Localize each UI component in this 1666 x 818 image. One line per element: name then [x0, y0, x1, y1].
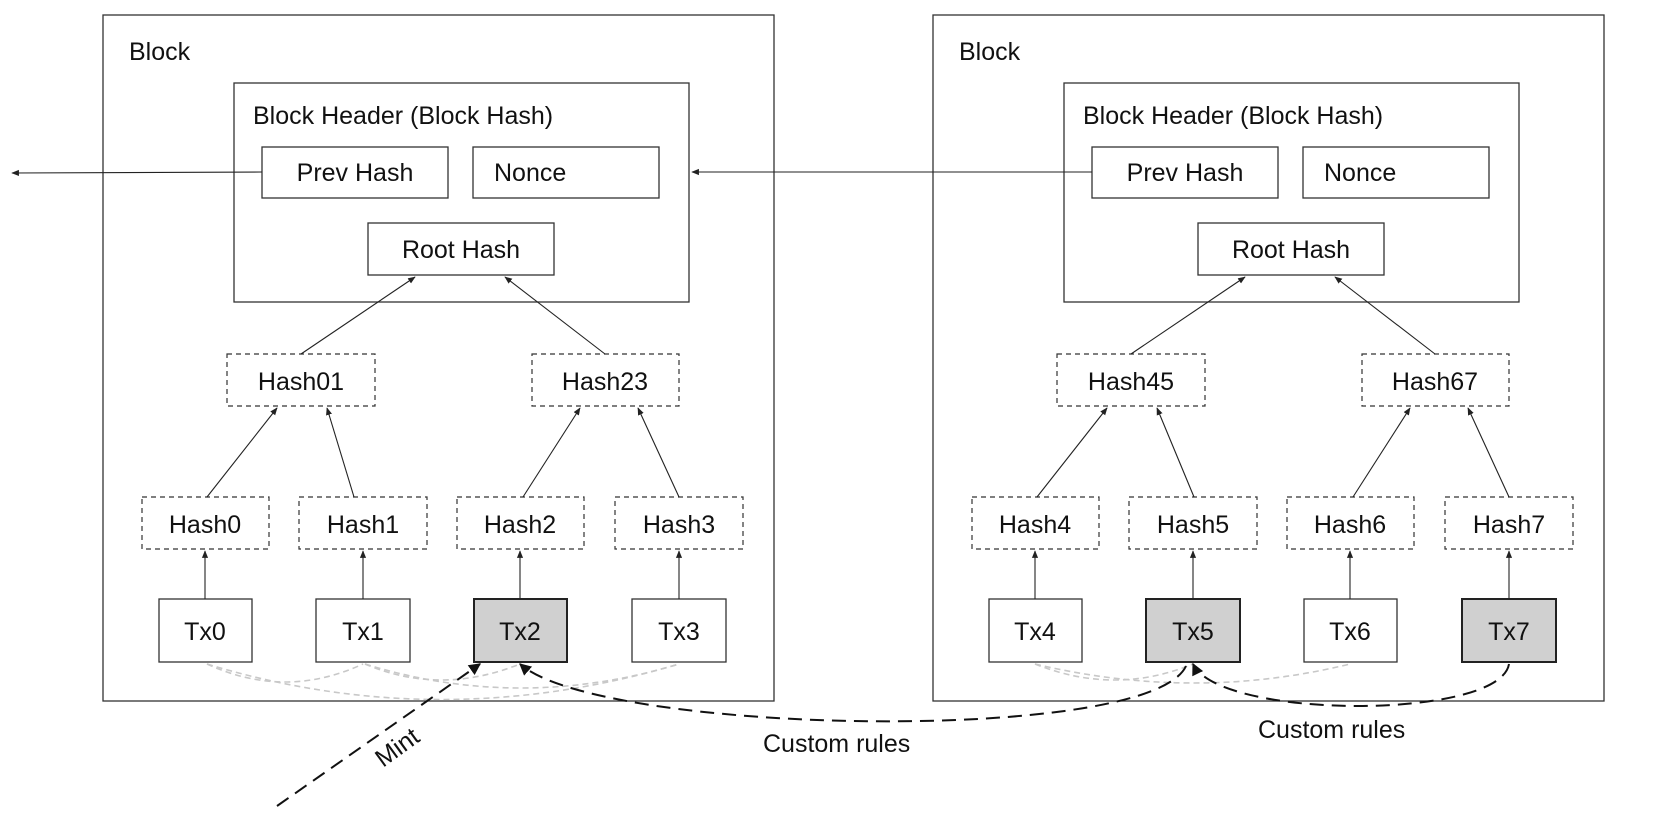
- root-hash-box: [367, 222, 555, 276]
- block-1: Block Block Header (Block Hash) Prev Has…: [11, 14, 775, 702]
- block-header-label: Block Header (Block Hash): [1083, 102, 1383, 130]
- hash-label: Hash2: [484, 511, 556, 539]
- tx-label: Tx0: [184, 618, 226, 646]
- tree-arrow: [1334, 276, 1436, 355]
- hash-box: [1444, 496, 1574, 550]
- tx-label: Tx2: [499, 618, 541, 646]
- hash-box: [456, 496, 585, 550]
- tx-box: [315, 598, 411, 663]
- block-frame: [932, 14, 1605, 702]
- prev-hash-link: [11, 169, 263, 177]
- hash-box: [1361, 353, 1510, 407]
- block-header: Block Header (Block Hash) Prev Hash Nonc…: [1063, 82, 1520, 303]
- hash-box: [971, 496, 1100, 550]
- hash-label: Hash4: [999, 511, 1071, 539]
- hash-label: Hash01: [258, 368, 344, 396]
- tx-box-highlighted: [473, 598, 568, 663]
- tx-box: [1303, 598, 1398, 663]
- hash-box: [1128, 496, 1258, 550]
- tx-label: Tx3: [658, 618, 700, 646]
- hash-label: Hash6: [1314, 511, 1386, 539]
- hash-box: [1056, 353, 1206, 407]
- nonce-box: [1302, 146, 1490, 199]
- tree-arrow: [1036, 407, 1108, 498]
- hash-box: [1286, 496, 1415, 550]
- block-2: Block Block Header (Block Hash) Prev Has…: [691, 14, 1605, 702]
- nonce-label: Nonce: [494, 159, 566, 187]
- tree-arrow: [1156, 407, 1195, 498]
- mint-arrow: [276, 663, 481, 807]
- prev-hash-box: [1091, 146, 1279, 199]
- tx-box-highlighted: [1145, 598, 1241, 663]
- custom-rules-arrow: [1192, 662, 1510, 707]
- block-header-label: Block Header (Block Hash): [253, 102, 553, 130]
- block-label: Block: [959, 38, 1021, 66]
- tree-arrow: [1130, 276, 1246, 355]
- custom-rules-label: Custom rules: [763, 730, 910, 758]
- hash-box: [141, 496, 270, 550]
- block-label: Block: [129, 38, 191, 66]
- hash-label: Hash67: [1392, 368, 1478, 396]
- hash-box: [226, 353, 376, 407]
- hash-label: Hash3: [643, 511, 715, 539]
- hash-label: Hash7: [1473, 511, 1545, 539]
- custom-rules-label: Custom rules: [1258, 716, 1405, 744]
- tx-box: [988, 598, 1083, 663]
- root-hash-box: [1197, 222, 1385, 276]
- prev-hash-label: Prev Hash: [297, 159, 414, 187]
- tree-arrow: [326, 407, 355, 498]
- hash-label: Hash45: [1088, 368, 1174, 396]
- tx-label: Tx1: [342, 618, 384, 646]
- tx-label: Tx5: [1172, 618, 1214, 646]
- root-hash-label: Root Hash: [1232, 236, 1350, 264]
- hash-label: Hash23: [562, 368, 648, 396]
- tree-arrow: [522, 407, 581, 498]
- mint-label: Mint: [370, 722, 425, 772]
- tx-label: Tx4: [1014, 618, 1056, 646]
- hash-box: [531, 353, 680, 407]
- nonce-box: [472, 146, 660, 199]
- tree-arrow: [504, 276, 606, 355]
- hash-label: Hash5: [1157, 511, 1229, 539]
- hash-label: Hash0: [169, 511, 241, 539]
- hash-box: [614, 496, 744, 550]
- nonce-label: Nonce: [1324, 159, 1396, 187]
- tx-box: [158, 598, 253, 663]
- tx-label: Tx6: [1329, 618, 1371, 646]
- tx-box: [631, 598, 727, 663]
- prev-hash-label: Prev Hash: [1127, 159, 1244, 187]
- block-frame: [102, 14, 775, 702]
- root-hash-label: Root Hash: [402, 236, 520, 264]
- custom-rules-arrow: [519, 663, 1187, 723]
- prev-hash-box: [261, 146, 449, 199]
- faint-tx-links: [206, 663, 1351, 701]
- tx-box-highlighted: [1461, 598, 1557, 663]
- hash-box: [298, 496, 428, 550]
- block-header: Block Header (Block Hash) Prev Hash Nonc…: [233, 82, 690, 303]
- tree-arrow: [1352, 407, 1411, 498]
- tx-label: Tx7: [1488, 618, 1530, 646]
- hash-label: Hash1: [327, 511, 399, 539]
- tree-arrow: [637, 407, 680, 498]
- tree-arrow: [1467, 407, 1510, 498]
- tree-arrow: [300, 276, 416, 355]
- tree-arrow: [206, 407, 278, 498]
